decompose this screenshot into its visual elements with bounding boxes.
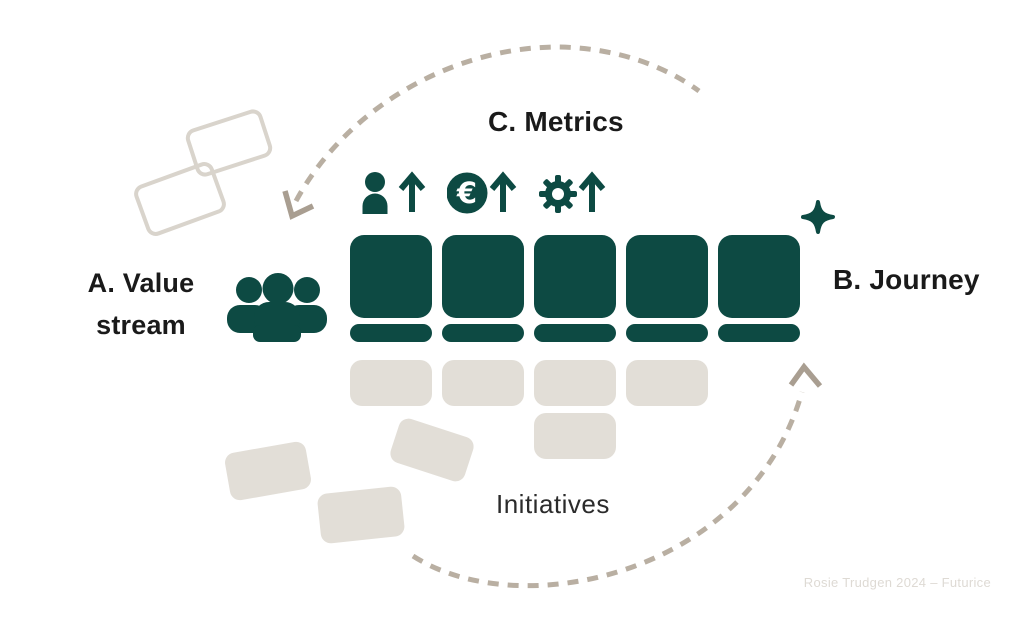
team-icon bbox=[227, 273, 327, 342]
gear-up-icon bbox=[539, 171, 606, 213]
journey-stage-square bbox=[626, 235, 708, 318]
initiative-card bbox=[350, 360, 432, 406]
sticky-note-outline-card bbox=[131, 159, 229, 239]
initiative-card bbox=[534, 413, 616, 459]
journey-stage-pill bbox=[350, 324, 432, 342]
scattered-initiative-card bbox=[223, 440, 313, 502]
journey-stage-square bbox=[350, 235, 432, 318]
metrics-icons-row: € bbox=[362, 170, 606, 214]
metrics-label: C. Metrics bbox=[488, 106, 624, 137]
value-stream-label-line2: stream bbox=[96, 310, 186, 340]
euro-symbol: € bbox=[456, 176, 477, 210]
scattered-initiative-card bbox=[316, 485, 406, 545]
sparkle-icon bbox=[801, 200, 835, 234]
top-arc-arrowhead-icon bbox=[282, 190, 315, 220]
journey-stage-square bbox=[718, 235, 800, 318]
value-stream-label-line1: A. Value bbox=[87, 268, 195, 298]
initiative-card bbox=[534, 360, 616, 406]
person-up-icon bbox=[362, 171, 426, 214]
journey-squares-row bbox=[350, 235, 800, 318]
bottom-arc-arrowhead-icon bbox=[788, 362, 823, 388]
journey-pills-row bbox=[350, 324, 800, 342]
initiatives-grid-row bbox=[350, 360, 708, 406]
initiative-card bbox=[442, 360, 524, 406]
journey-stage-square bbox=[534, 235, 616, 318]
journey-label: B. Journey bbox=[833, 264, 980, 295]
journey-stage-pill bbox=[718, 324, 800, 342]
journey-stage-square bbox=[442, 235, 524, 318]
journey-stage-pill bbox=[626, 324, 708, 342]
initiatives-label: Initiatives bbox=[496, 489, 610, 519]
scattered-initiative-card bbox=[387, 416, 477, 484]
journey-stage-pill bbox=[442, 324, 524, 342]
credit-text: Rosie Trudgen 2024 – Futurice bbox=[803, 575, 991, 590]
euro-up-icon: € bbox=[447, 171, 517, 214]
value-stream-label: A. Value stream bbox=[56, 262, 226, 346]
journey-stage-pill bbox=[534, 324, 616, 342]
initiative-card bbox=[626, 360, 708, 406]
